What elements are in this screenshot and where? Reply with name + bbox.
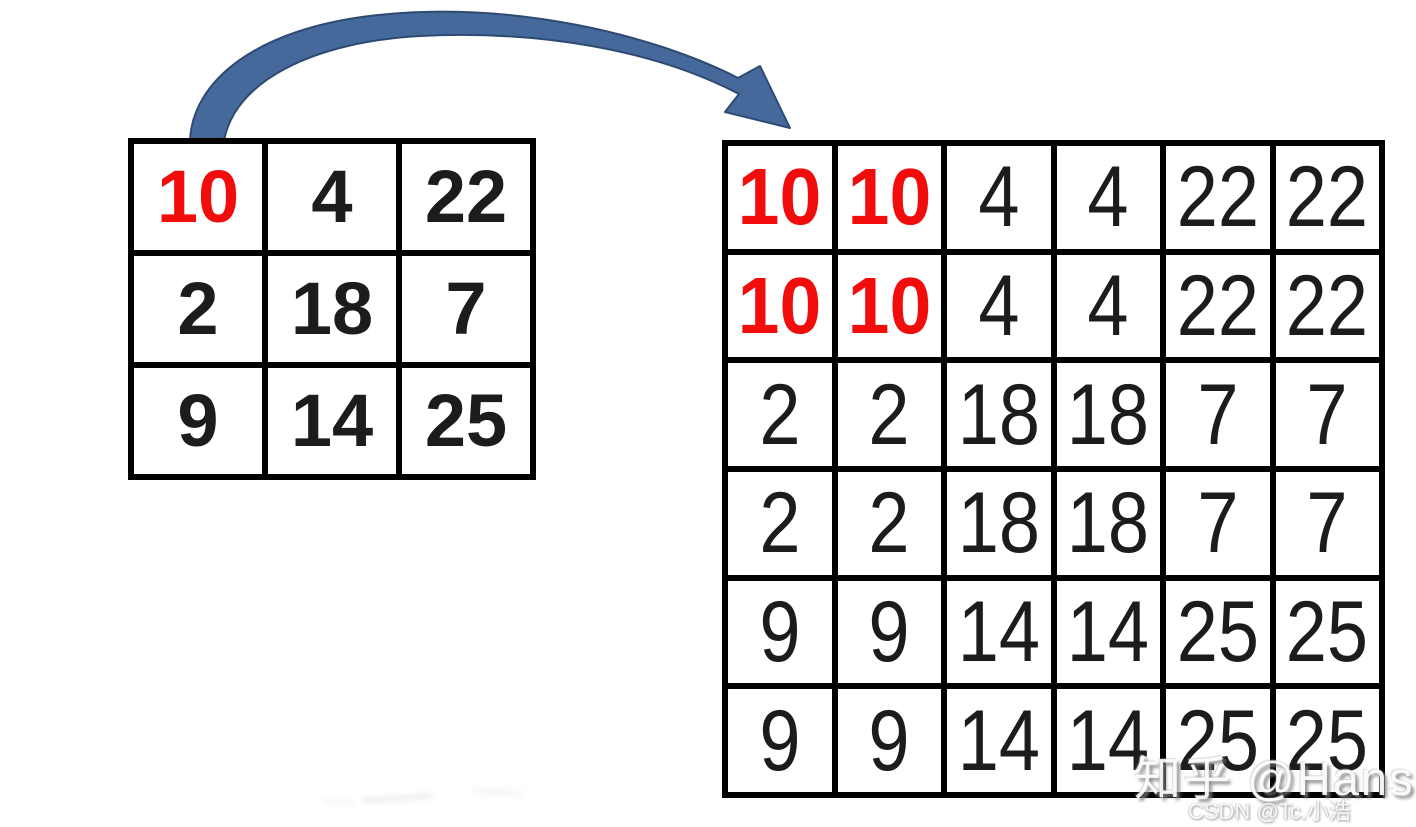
zhihu-watermark: 知乎 @Hans	[1134, 752, 1415, 805]
source-cell: 25	[402, 368, 530, 474]
result-cell: 9	[728, 580, 832, 684]
result-cell: 22	[1166, 254, 1270, 358]
source-cell: 22	[402, 144, 530, 250]
result-cell: 22	[1275, 146, 1379, 249]
result-value: 7	[1306, 475, 1348, 572]
result-value: 25	[1286, 692, 1369, 789]
result-cell: 14	[947, 580, 1051, 684]
source-cell: 2	[134, 256, 262, 362]
result-cell: 18	[947, 363, 1051, 466]
curved-arrow-shape	[189, 10, 791, 142]
result-value: 9	[868, 583, 910, 680]
result-cell: 9	[837, 689, 941, 792]
result-value: 18	[957, 475, 1040, 572]
result-value: 2	[759, 366, 801, 463]
source-cell: 14	[268, 368, 396, 474]
result-value: 22	[1286, 257, 1369, 354]
result-cell: 7	[1166, 471, 1270, 575]
result-value: 4	[978, 257, 1020, 354]
result-value: 18	[1067, 366, 1150, 463]
result-value: 10	[737, 260, 822, 350]
result-cell: 10	[837, 254, 941, 358]
result-cell: 25	[1275, 689, 1379, 792]
result-cell: 9	[837, 580, 941, 684]
result-cell: 9	[728, 689, 832, 792]
result-value: 7	[1306, 366, 1348, 463]
source-cell: 18	[268, 256, 396, 362]
result-cell: 18	[947, 471, 1051, 575]
result-cell: 18	[1056, 363, 1160, 466]
result-value: 10	[847, 260, 932, 350]
result-cell: 2	[728, 363, 832, 466]
result-cell: 10	[728, 254, 832, 358]
result-value: 4	[1087, 257, 1129, 354]
result-cell: 14	[1056, 580, 1160, 684]
result-value: 7	[1197, 475, 1239, 572]
result-cell: 14	[947, 689, 1051, 792]
result-cell: 2	[837, 471, 941, 575]
result-value: 14	[957, 583, 1040, 680]
source-cell: 10	[134, 144, 262, 250]
result-value: 7	[1197, 366, 1239, 463]
source-cell: 7	[402, 256, 530, 362]
result-value: 4	[1087, 149, 1129, 246]
result-value: 14	[1067, 583, 1150, 680]
result-cell: 25	[1166, 689, 1270, 792]
result-cell: 7	[1275, 363, 1379, 466]
result-value: 18	[957, 366, 1040, 463]
result-cell: 10	[837, 146, 941, 249]
csdn-watermark: CSDN @Tc.小浩	[1188, 799, 1351, 824]
result-cell: 4	[947, 146, 1051, 249]
result-cell: 2	[728, 471, 832, 575]
result-value: 22	[1176, 257, 1259, 354]
result-cell: 4	[1056, 146, 1160, 249]
result-value: 25	[1176, 692, 1259, 789]
result-cell: 7	[1275, 471, 1379, 575]
result-value: 9	[868, 692, 910, 789]
result-value: 2	[868, 475, 910, 572]
result-cell: 18	[1056, 471, 1160, 575]
erased-watermark-smudge	[321, 780, 552, 812]
result-value: 18	[1067, 475, 1150, 572]
source-cell: 4	[268, 144, 396, 250]
result-cell: 25	[1275, 580, 1379, 684]
result-value: 4	[978, 149, 1020, 246]
result-value: 9	[759, 692, 801, 789]
result-value: 2	[759, 475, 801, 572]
result-cell: 7	[1166, 363, 1270, 466]
result-cell: 4	[1056, 254, 1160, 358]
result-value: 14	[957, 692, 1040, 789]
result-grid: 10 10 4 4 22 22 10 10 4 4 22 22 2 2 18 1…	[722, 140, 1385, 798]
result-value: 2	[868, 366, 910, 463]
result-cell: 4	[947, 254, 1051, 358]
result-value: 10	[847, 152, 932, 242]
result-value: 25	[1286, 583, 1369, 680]
result-cell: 10	[728, 146, 832, 249]
result-cell: 2	[837, 363, 941, 466]
result-value: 22	[1286, 149, 1369, 246]
result-value: 22	[1176, 149, 1259, 246]
result-cell: 22	[1275, 254, 1379, 358]
result-cell: 22	[1166, 146, 1270, 249]
result-cell: 25	[1166, 580, 1270, 684]
result-value: 10	[737, 152, 822, 242]
source-grid: 10 4 22 2 18 7 9 14 25	[128, 138, 536, 480]
result-value: 25	[1176, 583, 1259, 680]
result-cell: 14	[1056, 689, 1160, 792]
result-value: 9	[759, 583, 801, 680]
source-cell: 9	[134, 368, 262, 474]
result-value: 14	[1067, 692, 1150, 789]
